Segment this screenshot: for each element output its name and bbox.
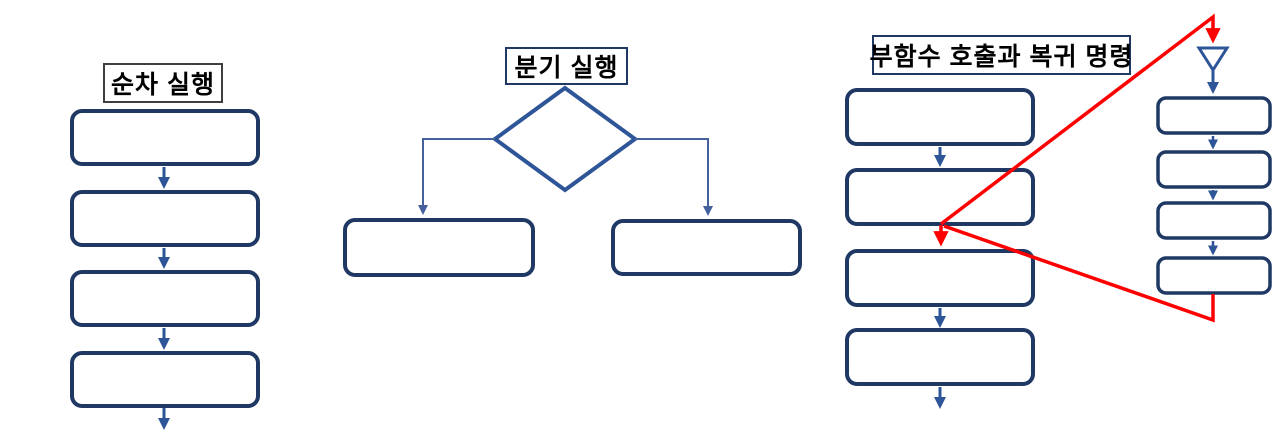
sequential-box-1 [70, 109, 260, 166]
decision-diamond [491, 85, 639, 193]
subroutine-main-flow-group [845, 88, 1035, 409]
sequential-title: 순차 실행 [103, 63, 223, 103]
return-jump-line [943, 224, 1215, 323]
main-box-3 [845, 249, 1035, 307]
sequential-box-2 [70, 190, 260, 247]
branch-flow-group [343, 85, 802, 277]
main-box-2-call [845, 168, 1035, 226]
main-box-1 [845, 88, 1035, 146]
sequential-box-3 [70, 270, 260, 327]
sequential-box-4 [70, 351, 260, 408]
jump-lines-group [933, 13, 1221, 323]
sub-box-3 [1156, 201, 1272, 240]
branch-box-left [343, 218, 535, 277]
subroutine-title: 부함수 호출과 복귀 명령 [870, 35, 1132, 75]
sub-box-1 [1156, 96, 1272, 135]
branch-connector-right [635, 138, 713, 216]
branch-title: 분기 실행 [505, 47, 628, 85]
subroutine-entry-triangle [1196, 46, 1230, 73]
sub-box-2 [1156, 150, 1272, 189]
branch-box-right [611, 219, 802, 276]
branch-connector-left [418, 138, 495, 215]
call-jump-line [939, 13, 1221, 226]
subroutine-sub-flow-group [1156, 46, 1272, 295]
main-box-4 [845, 328, 1035, 386]
sub-box-4 [1156, 256, 1272, 295]
sequential-flow-group [70, 109, 260, 430]
